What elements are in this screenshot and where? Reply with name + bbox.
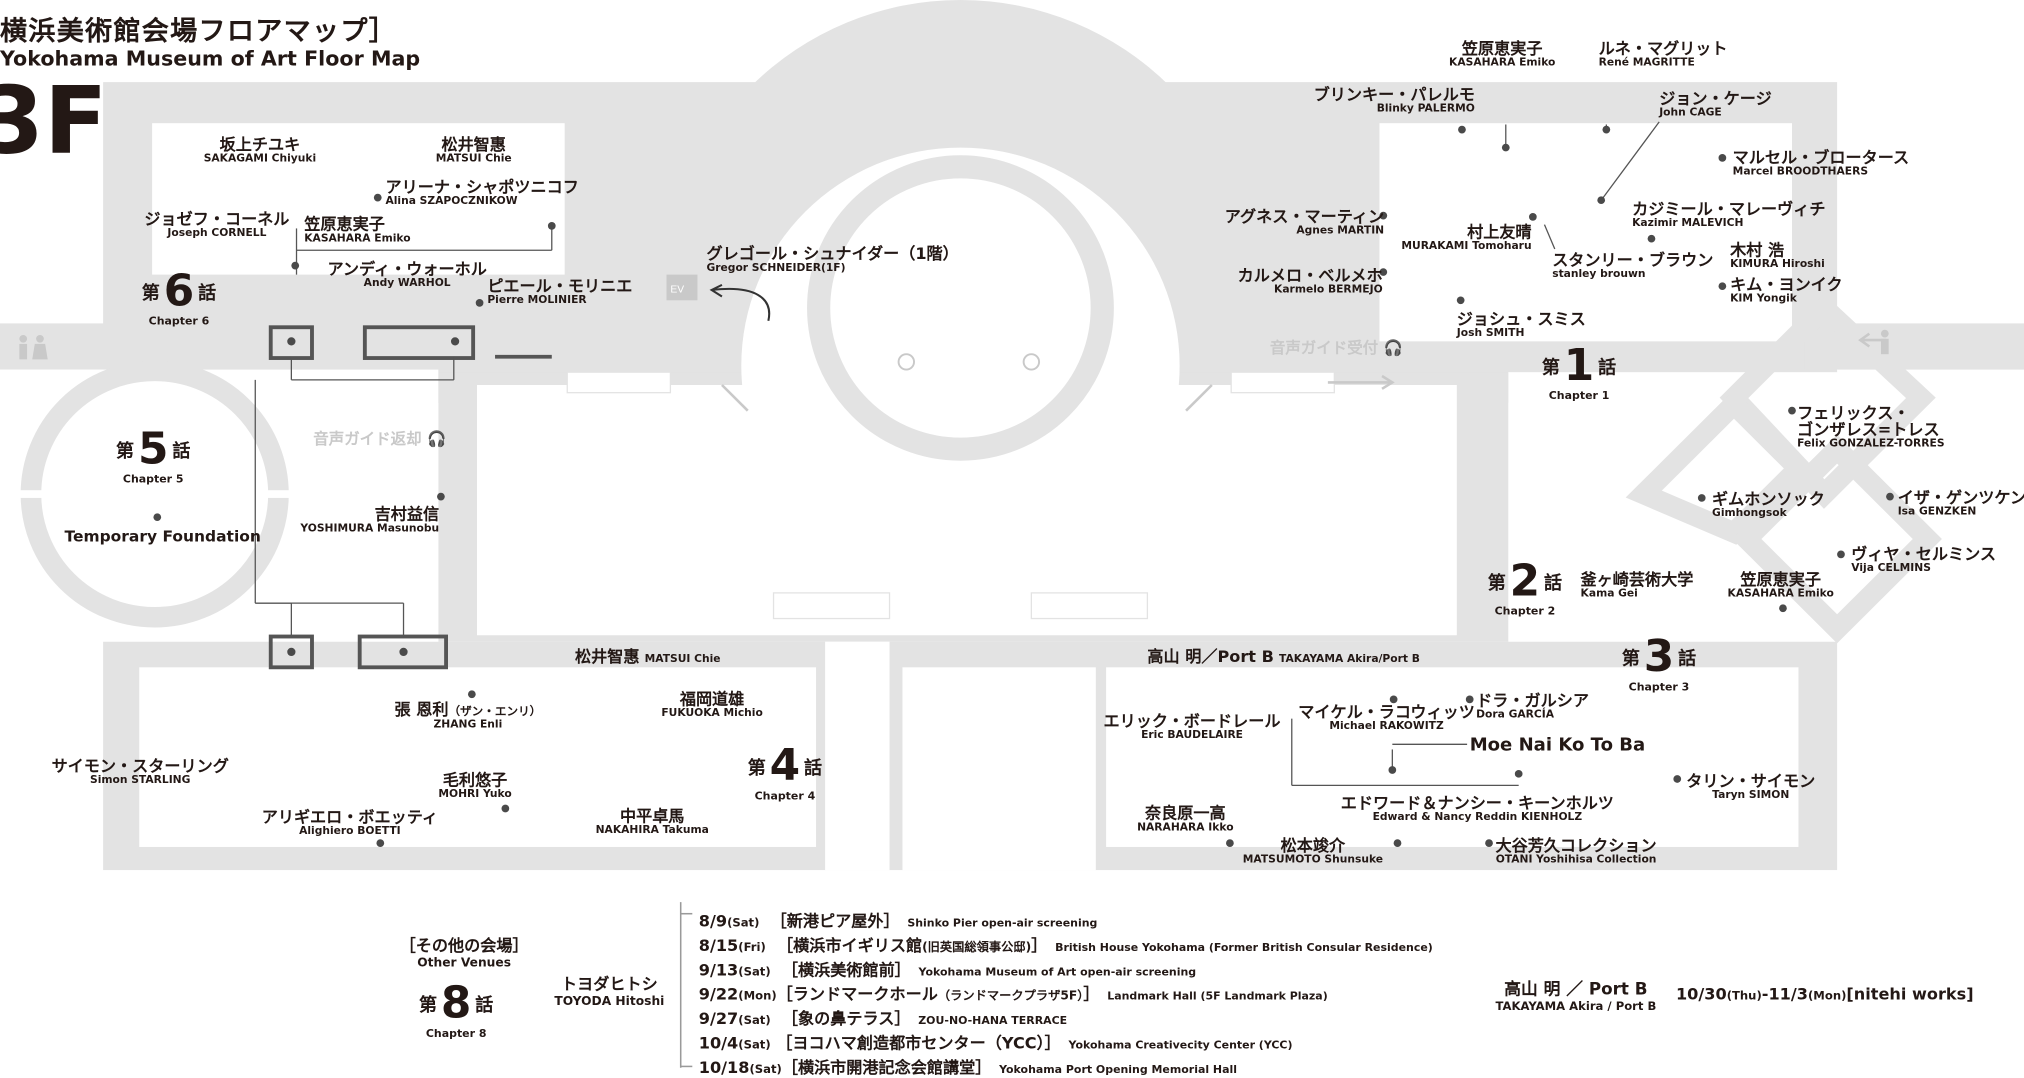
schedule-row: 8/15(Fri) ［横浜市イギリス館(旧英国総領事公邸)］British Ho…	[698, 935, 1433, 955]
ev-label: EV	[670, 285, 684, 296]
takayama-event-date: 10/30(Thu)-11/3(Mon)[nitehi works]	[1675, 984, 1974, 1004]
artist-moenai: Moe Nai Ko To Ba	[1469, 735, 1646, 756]
page-subtitle: Yokohama Museum of Art Floor Map	[0, 46, 421, 71]
headphones-icon: 🎧	[1383, 338, 1403, 357]
schedule-row: 9/13(Sat) ［横浜美術館前］Yokohama Museum of Art…	[698, 959, 1197, 980]
audio-guide-reception: 音声ガイド受付 🎧	[1269, 338, 1403, 357]
page-title: 横浜美術館会場フロアマップ］	[0, 15, 398, 47]
schedule-row: 8/9(Sat) ［新港ピア屋外］Shinko Pier open-air sc…	[698, 911, 1098, 931]
artist-zhang: 張 恩利（ザン・エンリ）ZHANG Enli	[394, 699, 542, 731]
audio-guide-return: 音声ガイド返却 🎧	[313, 429, 447, 448]
schedule-row: 10/18(Sat)［横浜市開港記念会館講堂］Yokohama Port Ope…	[698, 1057, 1238, 1077]
schedule-row: 9/22(Mon)［ランドマークホール（ランドマークプラザ5F）］Landmar…	[698, 984, 1328, 1004]
artist-schneider: グレゴール・シュナイダー（1階）Gregor SCHNEIDER(1F)	[706, 243, 959, 274]
floor-label: 3F	[0, 66, 108, 175]
headphones-icon: 🎧	[426, 429, 447, 448]
artist-temporary-foundation: Temporary Foundation	[64, 527, 261, 546]
schedule-row: 9/27(Sat) ［象の鼻テラス］ZOU-NO-HANA TERRACE	[698, 1008, 1068, 1028]
schedule-row: 10/4(Sat) ［ヨコハマ創造都市センター（YCC）］Yokohama Cr…	[698, 1033, 1293, 1053]
other-venues-heading: ［その他の会場］Other Venues	[399, 935, 529, 971]
